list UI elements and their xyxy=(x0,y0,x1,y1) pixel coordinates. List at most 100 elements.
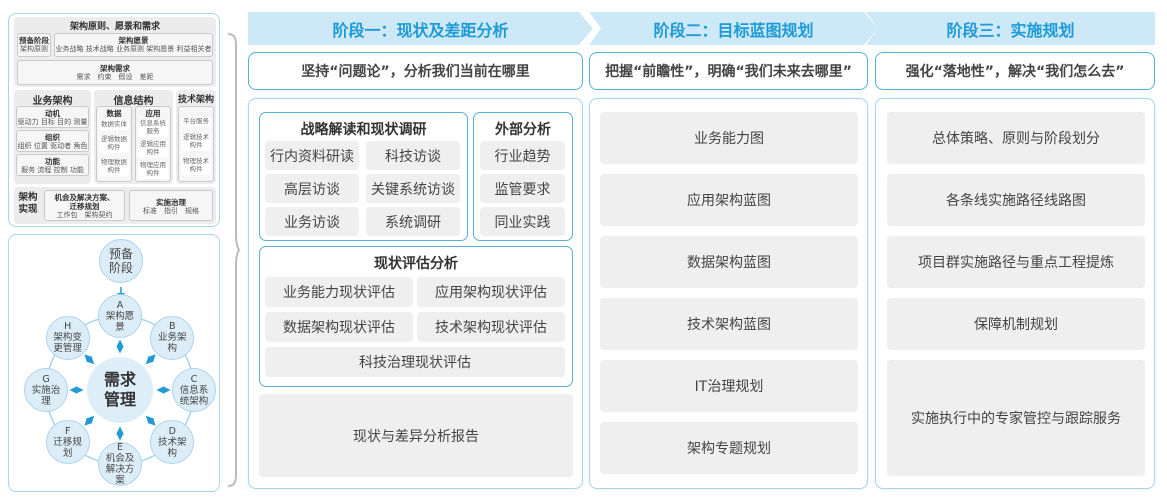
info-section: 信息结构 数据 数据实体 逻辑数据构件 物理数据构件 应用 信息系统服务 逻辑应… xyxy=(94,90,173,184)
data-box: 数据 数据实体 逻辑数据构件 物理数据构件 xyxy=(96,106,132,182)
node-letter: C xyxy=(190,373,198,385)
prelim-title: 预备阶段 xyxy=(19,36,49,45)
report-item: 现状与差异分析报告 xyxy=(259,394,573,477)
cell: 信息系统服务 xyxy=(138,119,168,137)
node-letter: E xyxy=(116,442,123,453)
app-box: 应用 信息系统服务 逻辑应用构件 物理应用构件 xyxy=(135,106,171,182)
tech-box: 平台服务 逻辑技术构件 物理技术构件 xyxy=(178,106,214,182)
research-item: 科技访谈 xyxy=(366,141,460,170)
assessment-item: 数据架构现状评估 xyxy=(265,312,413,342)
node-label: 架构愿景 xyxy=(105,310,135,333)
spoke-arrow xyxy=(145,415,156,426)
vision-items: 业务战略 技术战略 业务原则 架构愿景 利益相关者 xyxy=(55,45,212,53)
prelim-box: 预备阶段架构原则 xyxy=(17,33,51,57)
group-function: 功能服务 流程 控制 功能 xyxy=(16,154,89,176)
research-item: 系统调研 xyxy=(366,207,460,236)
group-title: 动机 xyxy=(45,109,60,118)
plan-item: 保障机制规划 xyxy=(887,298,1145,350)
node-label: 迁移规划 xyxy=(53,436,82,459)
stage2-header: 阶段二：目标蓝图规划 xyxy=(589,12,878,45)
cell: 数据实体 xyxy=(99,120,129,130)
external-item: 行业趋势 xyxy=(480,141,565,170)
research-box: 战略解读和现状调研 行内资料研读 科技访谈 高层访谈 关键系统访谈 业务访谈 系… xyxy=(259,112,468,241)
assessment-box: 现状评估分析 业务能力现状评估 应用架构现状评估 数据架构现状评估 技术架构现状… xyxy=(259,246,573,387)
node-label: 架构变更管理 xyxy=(53,332,82,355)
prelim-node[interactable]: 预备阶段 xyxy=(99,239,143,283)
stage2-subtitle: 把握“前瞻性”，明确“我们未来去哪里” xyxy=(589,52,868,90)
group-title: 功能 xyxy=(45,157,60,166)
gov-items: 标准 指引 规格 xyxy=(143,207,199,215)
assessment-item: 科技治理现状评估 xyxy=(265,347,565,377)
assessment-item: 技术架构现状评估 xyxy=(417,312,565,342)
blueprint-item: 技术架构蓝图 xyxy=(600,298,858,350)
req-items: 需求 约束 假设 差距 xyxy=(76,73,154,81)
node-letter: B xyxy=(169,321,176,333)
center-node: 需求管理 xyxy=(87,357,153,423)
tech-section: 技术架构 平台服务 逻辑技术构件 物理技术构件 xyxy=(176,90,216,184)
plan-item: 实施执行中的专家管控与跟踪服务 xyxy=(887,360,1145,476)
impl-section: 架构实现 机会及解决方案、迁移规划工作包 架构契约 实施治理标准 指引 规格 xyxy=(14,187,216,224)
research-item: 关键系统访谈 xyxy=(366,174,460,203)
blueprint-item: 应用架构蓝图 xyxy=(600,174,858,226)
stage3-body: 总体策略、原则与阶段划分 各条线实施路径线路图 项目群实施路径与重点工程提炼 保… xyxy=(875,98,1155,489)
info-title: 信息结构 xyxy=(113,96,154,107)
stage1-header: 阶段一：现状及差距分析 xyxy=(248,12,593,45)
spoke-arrow xyxy=(145,354,156,365)
node-label: 实施治理 xyxy=(31,384,61,407)
blueprint-item: 架构专题规划 xyxy=(600,422,858,474)
tech-title: 技术架构 xyxy=(177,95,214,105)
business-section: 业务架构 动机驱动力 目标 目的 测量 组织组织 位置 驱动者 角色 功能服务 … xyxy=(14,90,91,184)
group-items: 服务 流程 控制 功能 xyxy=(21,166,84,174)
assessment-item: 业务能力现状评估 xyxy=(265,277,413,307)
opp-items: 工作包 架构契约 xyxy=(56,211,113,219)
cell: 物理技术构件 xyxy=(181,157,211,175)
spoke-arrow xyxy=(84,354,95,365)
req-title: 架构需求 xyxy=(100,64,130,73)
data-title: 数据 xyxy=(106,109,122,118)
vision-box: 架构愿景业务战略 技术战略 业务原则 架构愿景 利益相关者 xyxy=(54,33,213,57)
blueprint-item: 数据架构蓝图 xyxy=(600,236,858,288)
external-item: 同业实践 xyxy=(480,207,565,236)
stage3-subtitle: 强化“落地性”，解决“我们怎么去” xyxy=(875,52,1155,90)
cell: 逻辑应用构件 xyxy=(138,140,168,158)
external-item: 监管要求 xyxy=(480,174,565,203)
cell: 逻辑数据构件 xyxy=(99,135,129,153)
stage1-body: 战略解读和现状调研 行内资料研读 科技访谈 高层访谈 关键系统访谈 业务访谈 系… xyxy=(248,98,583,489)
group-items: 组织 位置 驱动者 角色 xyxy=(17,142,88,150)
spoke-arrow xyxy=(84,415,95,426)
requirements-box: 架构需求需求 约束 假设 差距 xyxy=(17,60,213,85)
external-title: 外部分析 xyxy=(495,122,551,138)
cell: 平台服务 xyxy=(181,117,211,127)
node-letter: F xyxy=(64,425,71,437)
prelim-items: 架构原则 xyxy=(20,45,48,53)
research-item: 业务访谈 xyxy=(265,207,359,236)
plan-item: 各条线实施路径线路图 xyxy=(887,174,1145,226)
node-label: 技术架构 xyxy=(158,436,187,459)
node-label: 业务架构 xyxy=(158,332,187,355)
node-letter: D xyxy=(168,425,176,437)
cell: 逻辑技术构件 xyxy=(181,133,211,151)
node-letter: G xyxy=(42,373,50,385)
research-title: 战略解读和现状调研 xyxy=(300,122,427,138)
vision-title: 架构愿景 xyxy=(118,36,149,45)
research-item: 行内资料研读 xyxy=(265,141,359,170)
node-letter: H xyxy=(64,321,72,333)
group-items: 驱动力 目标 目的 测量 xyxy=(17,118,88,126)
governance-box: 实施治理标准 指引 规格 xyxy=(129,190,213,221)
bracket xyxy=(227,33,240,487)
plan-item: 项目群实施路径与重点工程提炼 xyxy=(887,236,1145,288)
cell: 物理数据构件 xyxy=(99,158,129,176)
external-box: 外部分析 行业趋势 监管要求 同业实践 xyxy=(473,112,573,241)
opp-title: 机会及解决方案、迁移规划 xyxy=(54,193,115,211)
business-title: 业务架构 xyxy=(32,96,73,107)
framework-panel: 架构原则、愿景和需求 预备阶段架构原则 架构愿景业务战略 技术战略 业务原则 架… xyxy=(8,13,220,227)
